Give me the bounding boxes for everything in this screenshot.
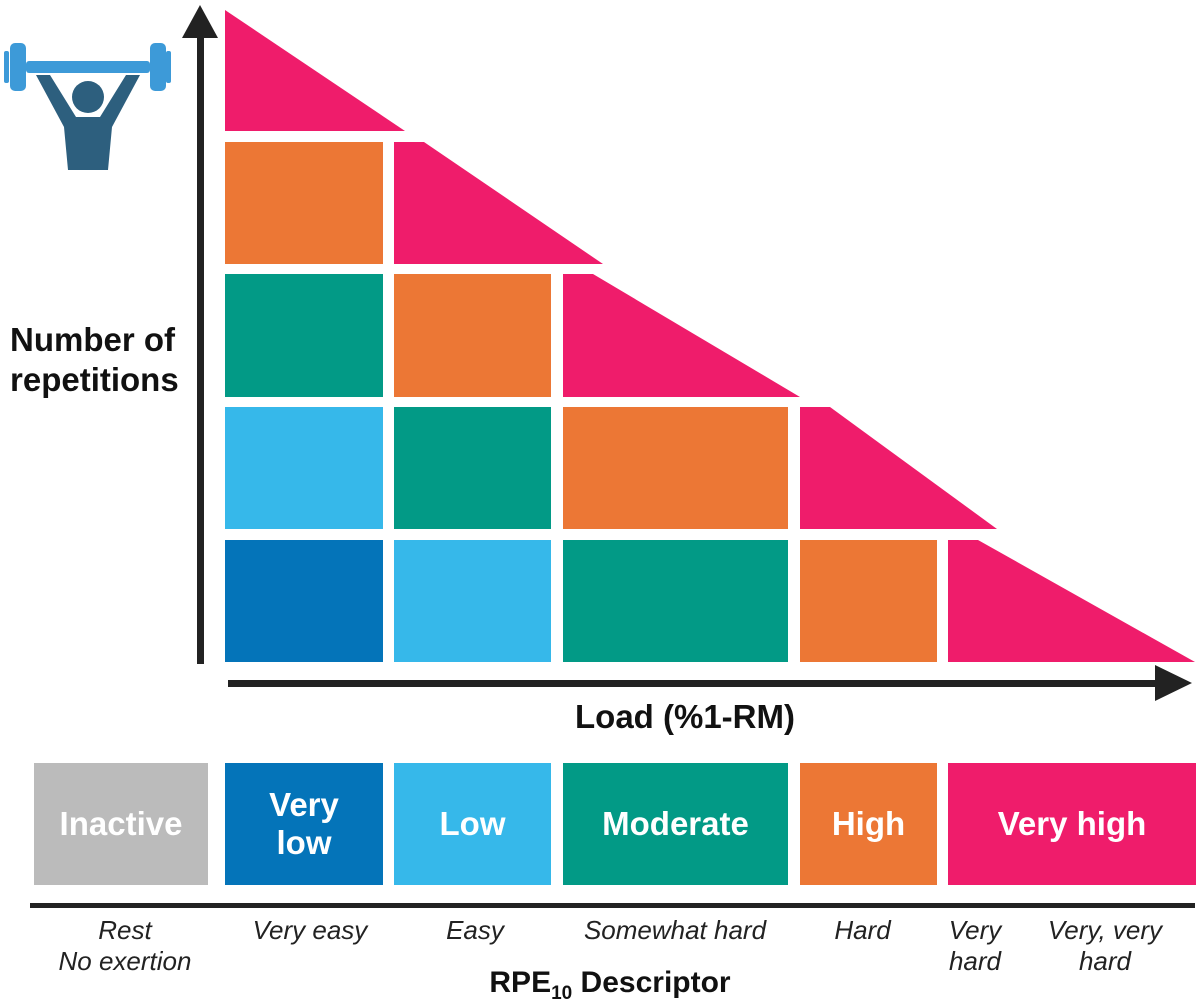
- category-box-low: Low: [394, 763, 551, 885]
- block-r4-c2: [563, 540, 788, 662]
- rpe-descriptor-title: RPE10 Descriptor: [489, 966, 731, 1004]
- y-axis: [182, 5, 218, 664]
- intensity-diagram: [182, 5, 1195, 701]
- triangle-r4: [948, 540, 1195, 662]
- block-r4-c0: [225, 540, 383, 662]
- triangle-r1: [394, 142, 603, 264]
- triangle-r0: [225, 10, 405, 131]
- block-r2-c0: [225, 274, 383, 397]
- category-label: High: [831, 805, 906, 842]
- block-r4-c1: [394, 540, 551, 662]
- block-r3-c2: [563, 407, 788, 529]
- block-r1-c0: [225, 142, 383, 264]
- block-r2-c1: [394, 274, 551, 397]
- category-box-high: High: [800, 763, 937, 885]
- x-axis: [228, 665, 1192, 701]
- category-label: Very high: [997, 805, 1147, 842]
- rpe-descriptor: Hard: [834, 915, 891, 945]
- category-box-very-high: Very high: [948, 763, 1196, 885]
- rpe-descriptor: Easy: [446, 915, 504, 945]
- rpe-descriptor: Somewhat hard: [583, 915, 767, 945]
- block-r4-c3: [800, 540, 937, 662]
- category-box-moderate: Moderate: [563, 763, 788, 885]
- weightlifter-icon: [4, 43, 171, 170]
- triangle-r2: [563, 274, 800, 397]
- category-box-inactive: Inactive: [34, 763, 208, 885]
- category-label: Inactive: [59, 805, 183, 842]
- rpe-descriptor: Very easy: [252, 915, 368, 945]
- y-axis-label: Number of repetitions: [10, 321, 179, 398]
- triangle-r3: [800, 407, 997, 529]
- x-axis-label: Load (%1-RM): [575, 698, 795, 735]
- block-r3-c0: [225, 407, 383, 529]
- category-label: Moderate: [602, 805, 749, 842]
- descriptor-divider: [30, 903, 1195, 908]
- block-r3-c1: [394, 407, 551, 529]
- category-label: Low: [439, 805, 506, 842]
